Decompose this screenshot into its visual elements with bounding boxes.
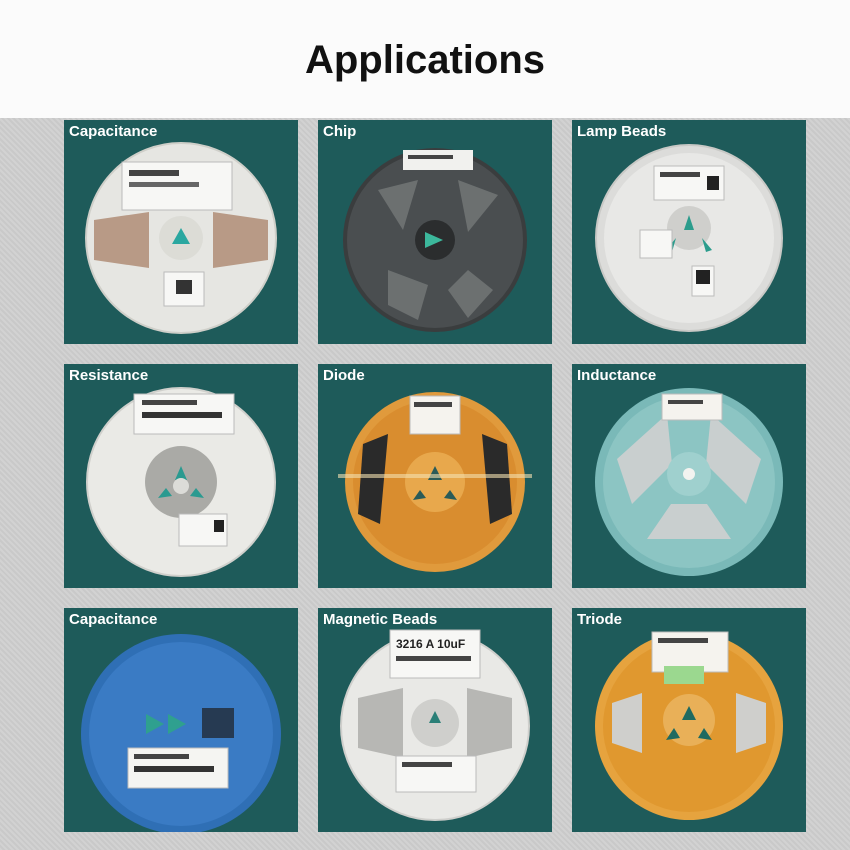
tile-label: Resistance: [69, 367, 149, 384]
tile-label: Lamp Beads: [577, 123, 667, 140]
tile-label: Capacitance: [69, 611, 158, 628]
tile-triode: Triode: [572, 608, 806, 832]
reel-image-diode: [338, 392, 532, 572]
tile-chip: Chip: [318, 120, 552, 344]
reel-image-triode: [595, 631, 783, 820]
reel-image-capacitance-white: [85, 142, 277, 334]
reel-image-magnetic-beads: 3216 A 10uF: [340, 629, 530, 821]
tile-resistance: Resistance: [64, 364, 298, 588]
tile-label: Triode: [577, 611, 623, 628]
reel-image-lamp-beads: [595, 144, 783, 332]
tile-inductance: Inductance: [572, 364, 806, 588]
tile-diode: Diode: [318, 364, 552, 588]
reel-image-inductance: [595, 388, 783, 576]
reel-image-resistance: [86, 387, 276, 577]
reel-image-chip: [343, 148, 527, 332]
tile-magnetic-beads: 3216 A 10uF Magnetic Beads: [318, 608, 552, 832]
tile-capacitance-blue: Capacitance: [64, 608, 298, 832]
page-header: Applications: [0, 0, 850, 118]
tile-capacitance-white: Capacitance: [64, 120, 298, 344]
reel-image-capacitance-blue: [81, 634, 281, 832]
tile-label: Chip: [323, 123, 357, 140]
reel-label-text: 3216 A 10uF: [396, 637, 465, 651]
tile-lamp-beads: Lamp Beads: [572, 120, 806, 344]
tile-label: Inductance: [577, 367, 657, 384]
tile-label: Capacitance: [69, 123, 158, 140]
tile-label: Magnetic Beads: [323, 611, 438, 628]
tile-label: Diode: [323, 367, 365, 384]
page-title: Applications: [304, 38, 546, 82]
